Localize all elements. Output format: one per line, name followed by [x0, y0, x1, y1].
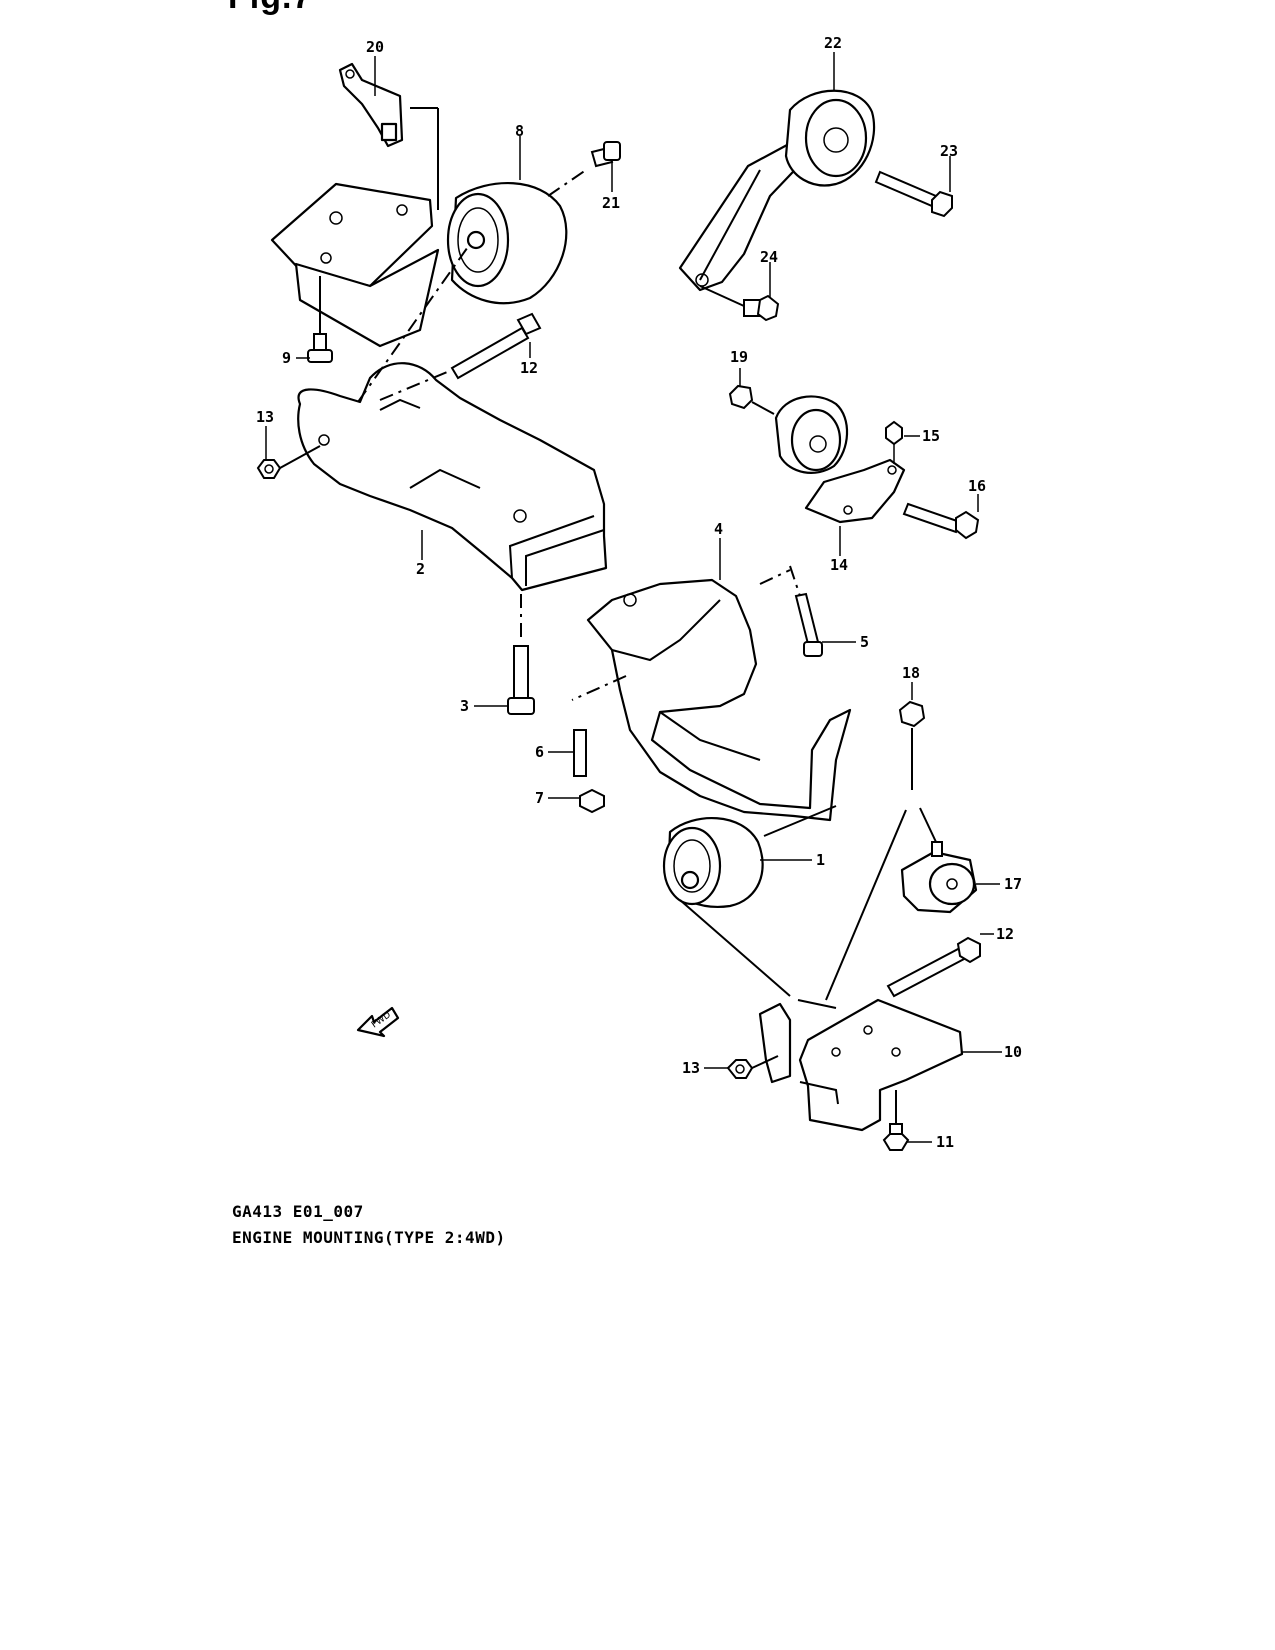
callout-2: 2 — [416, 560, 425, 578]
callout-9: 9 — [282, 349, 291, 367]
callout-19: 19 — [730, 348, 748, 366]
callout-12-upper: 12 — [520, 359, 538, 377]
callout-10: 10 — [1004, 1043, 1022, 1061]
part-17-mount — [900, 807, 978, 914]
part-12-bolt-lower — [886, 936, 981, 998]
part-2-bracket — [297, 243, 608, 592]
fwd-arrow-icon: FWD — [356, 1006, 400, 1038]
callout-18: 18 — [902, 664, 920, 682]
callout-3: 3 — [460, 697, 469, 715]
callout-13-upper: 13 — [256, 408, 274, 426]
callout-24: 24 — [760, 248, 778, 266]
callout-1: 1 — [816, 851, 825, 869]
callout-6: 6 — [535, 743, 544, 761]
part-9-bolt — [307, 276, 333, 363]
callout-20: 20 — [366, 38, 384, 56]
callout-13-lower: 13 — [682, 1059, 700, 1077]
part-18-nut — [898, 700, 926, 790]
part-6-stud — [573, 729, 587, 777]
callout-23: 23 — [940, 142, 958, 160]
callout-16: 16 — [968, 477, 986, 495]
callout-22: 22 — [824, 34, 842, 52]
callout-4: 4 — [714, 520, 723, 538]
part-13-nut-lower — [726, 1055, 779, 1079]
callout-7: 7 — [535, 789, 544, 807]
callout-11: 11 — [936, 1133, 954, 1151]
leader-lines — [265, 52, 1002, 1143]
part-1-mount — [662, 805, 837, 908]
part-14-mount — [728, 384, 980, 540]
figure-label: Fig.7 — [228, 0, 312, 17]
part-13-nut-upper — [256, 445, 321, 479]
callout-17: 17 — [1004, 875, 1022, 893]
callout-21: 21 — [602, 194, 620, 212]
callout-5: 5 — [860, 633, 869, 651]
part-8-engine-mount — [270, 141, 621, 348]
part-3-bolt — [507, 594, 535, 715]
part-12-bolt-upper — [450, 312, 542, 380]
figure-code: GA413 E01_007 — [232, 1202, 364, 1221]
callout-8: 8 — [515, 122, 524, 140]
callout-12-lower: 12 — [996, 925, 1014, 943]
part-10-bracket — [679, 809, 964, 1132]
part-20-bracket — [338, 62, 439, 210]
part-5-stud — [789, 565, 823, 657]
part-7-nut — [579, 788, 605, 814]
part-22-mount — [678, 89, 953, 322]
callout-15: 15 — [922, 427, 940, 445]
callout-14: 14 — [830, 556, 848, 574]
figure-title: ENGINE MOUNTING(TYPE 2:4WD) — [232, 1228, 506, 1247]
callout-numbers: 20 8 21 22 23 24 9 12 19 13 15 16 2 14 4… — [256, 34, 1022, 1151]
part-4-bracket — [571, 569, 852, 822]
part-11-bolt — [882, 1090, 910, 1151]
